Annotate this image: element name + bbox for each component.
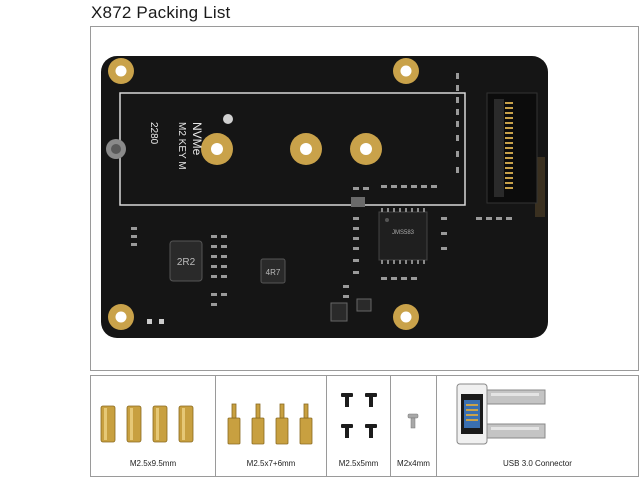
slot-silkscreen-line3: 2280 [148,122,159,145]
page-title: X872 Packing List [91,3,231,22]
small-ic [356,298,372,312]
small-ic-2 [330,302,348,322]
usb-nvme-bridge-chip: JMS583 [378,208,428,264]
inductor2-marking: 4R7 [266,268,281,277]
accessory-label: M2.5x5mm [338,459,379,468]
crystal [351,197,365,207]
mounting-hole-top-left [108,58,134,84]
m2-connector [486,92,538,204]
mounting-hole-bottom-left [108,304,134,330]
inductor-marking: 2R2 [177,257,196,268]
accessory-strip: M2.5x9.5mm M2.5x7+6mm M2.5x5mm [90,375,639,477]
accessory-label: M2.5x9.5mm [129,459,177,468]
smd-components [131,73,512,306]
mounting-hole-bottom-right [393,304,419,330]
accessory-cell-standoff-9-5: M2.5x9.5mm [91,376,216,476]
accessory-label: M2.5x7+6mm [246,459,296,468]
pcb-board [101,56,548,338]
m2-standoff-pad-30mm [350,133,382,165]
m2-standoff-pad-60mm [201,133,233,165]
led-2 [159,319,164,324]
m2-standoff-pad-42mm [290,133,322,165]
brass-standoffs-ff-icon [100,405,194,443]
led-1 [147,319,152,324]
accessory-cell-standoff-7-6: M2.5x7+6mm [216,376,327,476]
mounting-hole-top-right [393,58,419,84]
chip-marking: JMS583 [392,230,415,236]
power-inductor-large: 2R2 [169,240,203,282]
accessory-cell-screw-m2: M2x4mm [391,376,437,476]
slot-silkscreen-line2: NVMe [190,122,204,156]
accessory-label: M2x4mm [397,459,430,468]
silver-screw-icon [407,413,419,429]
usb-u-connector-icon [456,383,546,445]
brass-standoffs-mf-icon [227,403,313,445]
board-photo-frame: M2 KEY M NVMe 2280 JMS583 [90,26,639,371]
slot-silkscreen-line1: M2 KEY M [176,122,187,170]
black-screws-icon [341,393,377,438]
accessory-cell-screw-m2-5: M2.5x5mm [327,376,391,476]
accessory-cell-usb-connector: USB 3.0 Connector [437,376,638,476]
power-inductor-small: 4R7 [260,258,286,284]
accessory-label: USB 3.0 Connector [503,459,572,468]
expansion-board-image: M2 KEY M NVMe 2280 JMS583 [101,56,548,338]
